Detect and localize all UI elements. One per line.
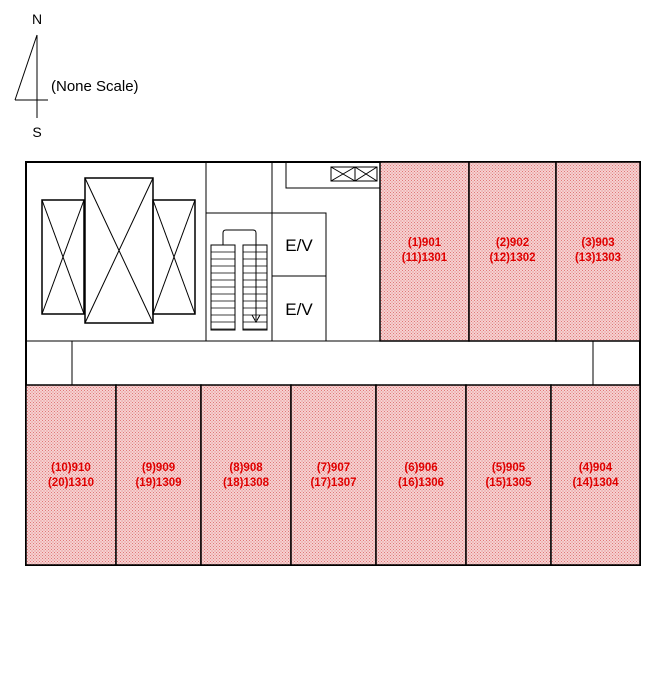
elevator-2-label: E/V	[285, 300, 313, 319]
room-label-secondary: (18)1308	[223, 477, 270, 489]
room-label-primary: (6)906	[404, 462, 437, 474]
room-label-secondary: (14)1304	[572, 477, 619, 489]
room-903[interactable]: (3)903 (13)1303	[555, 161, 641, 342]
north-arrow	[14, 34, 48, 118]
room-909[interactable]: (9)909 (19)1309	[115, 384, 202, 566]
room-label-primary: (5)905	[492, 462, 526, 474]
room-label-secondary: (20)1310	[48, 477, 94, 489]
room-label-secondary: (11)1301	[402, 252, 448, 264]
room-904[interactable]: (4)904 (14)1304	[550, 384, 641, 566]
room-906[interactable]: (6)906 (16)1306	[375, 384, 467, 566]
mechanical-shaft	[25, 161, 207, 342]
room-905[interactable]: (5)905 (15)1305	[465, 384, 552, 566]
room-902[interactable]: (2)902 (12)1302	[468, 161, 557, 342]
room-label-primary: (3)903	[581, 237, 614, 249]
room-label-secondary: (16)1306	[398, 477, 444, 489]
room-label-secondary: (17)1307	[310, 477, 356, 489]
room-label-secondary: (15)1305	[485, 477, 532, 489]
elevator-1-label: E/V	[285, 236, 313, 255]
room-901[interactable]: (1)901 (11)1301	[379, 161, 470, 342]
room-label-primary: (10)910	[51, 462, 91, 474]
stairwell	[205, 161, 273, 342]
elevator-block: E/V E/V	[271, 212, 327, 342]
room-910[interactable]: (10)910 (20)1310	[25, 384, 117, 566]
scale-note: (None Scale)	[51, 78, 139, 95]
rooms-bottom: (10)910 (20)1310 (9)909 (19)1309 (8)908 …	[25, 384, 641, 566]
room-label-primary: (9)909	[142, 462, 175, 474]
north-label: N	[32, 11, 42, 27]
room-label-secondary: (12)1302	[489, 252, 535, 264]
corridor	[26, 340, 594, 385]
room-label-primary: (4)904	[579, 462, 613, 474]
room-label-primary: (2)902	[496, 237, 529, 249]
room-908[interactable]: (8)908 (18)1308	[200, 384, 292, 566]
south-label: S	[32, 124, 41, 140]
room-label-primary: (1)901	[408, 237, 442, 249]
room-label-primary: (7)907	[317, 462, 350, 474]
room-label-secondary: (13)1303	[575, 252, 621, 264]
duct-area	[285, 162, 380, 189]
room-907[interactable]: (7)907 (17)1307	[290, 384, 377, 566]
room-label-secondary: (19)1309	[135, 477, 181, 489]
room-label-primary: (8)908	[229, 462, 263, 474]
rooms-top: (1)901 (11)1301 (2)902 (12)1302 (3)903 (…	[379, 161, 641, 342]
